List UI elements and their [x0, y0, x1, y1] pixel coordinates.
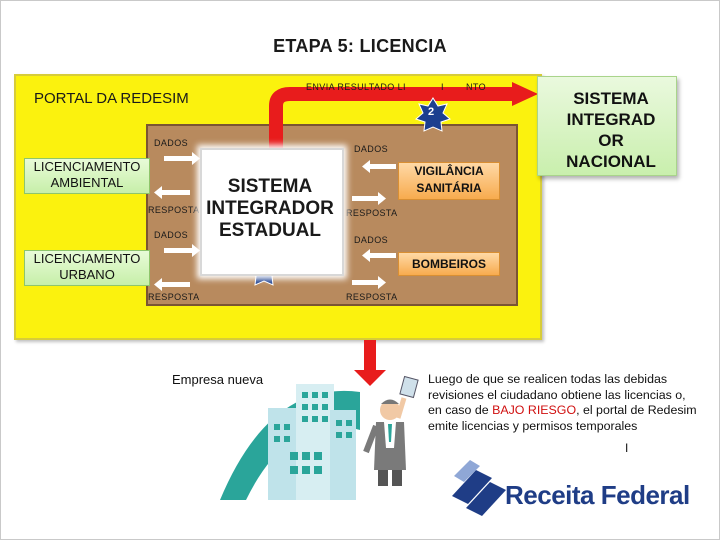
sistema-integrador-estadual-label: SISTEMA INTEGRADOR ESTADUAL: [206, 176, 334, 241]
resposta-arrow-vigilancia: [352, 192, 386, 205]
resposta-label-urbano: RESPOSTA: [148, 292, 200, 302]
licenciamento-ambiental-box: LICENCIAMENTO AMBIENTAL: [24, 158, 150, 194]
dados-label-urbano: DADOS: [154, 230, 189, 240]
empresa-nueva-label: Empresa nueva: [172, 372, 264, 387]
sistema-integrador-nacional-label: SISTEMA INTEGRAD OR NACIONAL: [566, 89, 656, 171]
vigilancia-sanitaria-box: VIGILÂNCIA SANITÁRIA: [398, 162, 500, 200]
portal-label: PORTAL DA REDESIM: [34, 90, 189, 107]
dados-arrow-bombeiros: [362, 249, 396, 262]
resposta-label-bombeiros: RESPOSTA: [346, 292, 398, 302]
receita-federal-emblem: [452, 460, 506, 516]
citizen-illustration: [363, 375, 419, 486]
dados-label-ambiental: DADOS: [154, 138, 189, 148]
page-title: ETAPA 5: LICENCIA: [273, 36, 447, 56]
envia-arrowhead: [512, 82, 538, 106]
company-building-illustration: [220, 384, 360, 500]
envia-label-3: NTO: [466, 82, 487, 92]
envia-label-1: ENVIA RESULTADO LI: [306, 82, 406, 92]
dados-arrow-urbano: [164, 244, 200, 257]
dados-arrow-ambiental: [164, 152, 200, 165]
text-cursor-mark: I: [625, 441, 629, 455]
receita-federal-logo: Receita Federal: [505, 480, 690, 510]
badge-two-star: [415, 97, 451, 132]
resposta-arrow-ambiental: [154, 186, 190, 199]
dados-label-bombeiros: DADOS: [354, 235, 389, 245]
badge-two-label: 2: [428, 106, 435, 118]
resposta-label-vigilancia: RESPOSTA: [346, 208, 398, 218]
sistema-integrador-nacional-box: [537, 76, 677, 176]
description-text: Luego de que se realicen todas las debid…: [428, 372, 697, 433]
licenciamento-urbano-box: LICENCIAMENTO URBANO: [24, 250, 150, 286]
down-arrow-shaft: [364, 340, 376, 374]
envia-arrow: [269, 87, 514, 154]
sistema-integrador-estadual-box: [200, 148, 344, 276]
down-arrow-head: [354, 370, 386, 386]
envia-label-2: I: [441, 82, 444, 92]
dados-arrow-vigilancia: [362, 160, 396, 173]
resposta-arrow-urbano: [154, 278, 190, 291]
resposta-label-ambiental: RESPOSTA: [148, 205, 200, 215]
bombeiros-box: BOMBEIROS: [398, 252, 500, 276]
dados-label-vigilancia: DADOS: [354, 144, 389, 154]
resposta-arrow-bombeiros: [352, 276, 386, 289]
